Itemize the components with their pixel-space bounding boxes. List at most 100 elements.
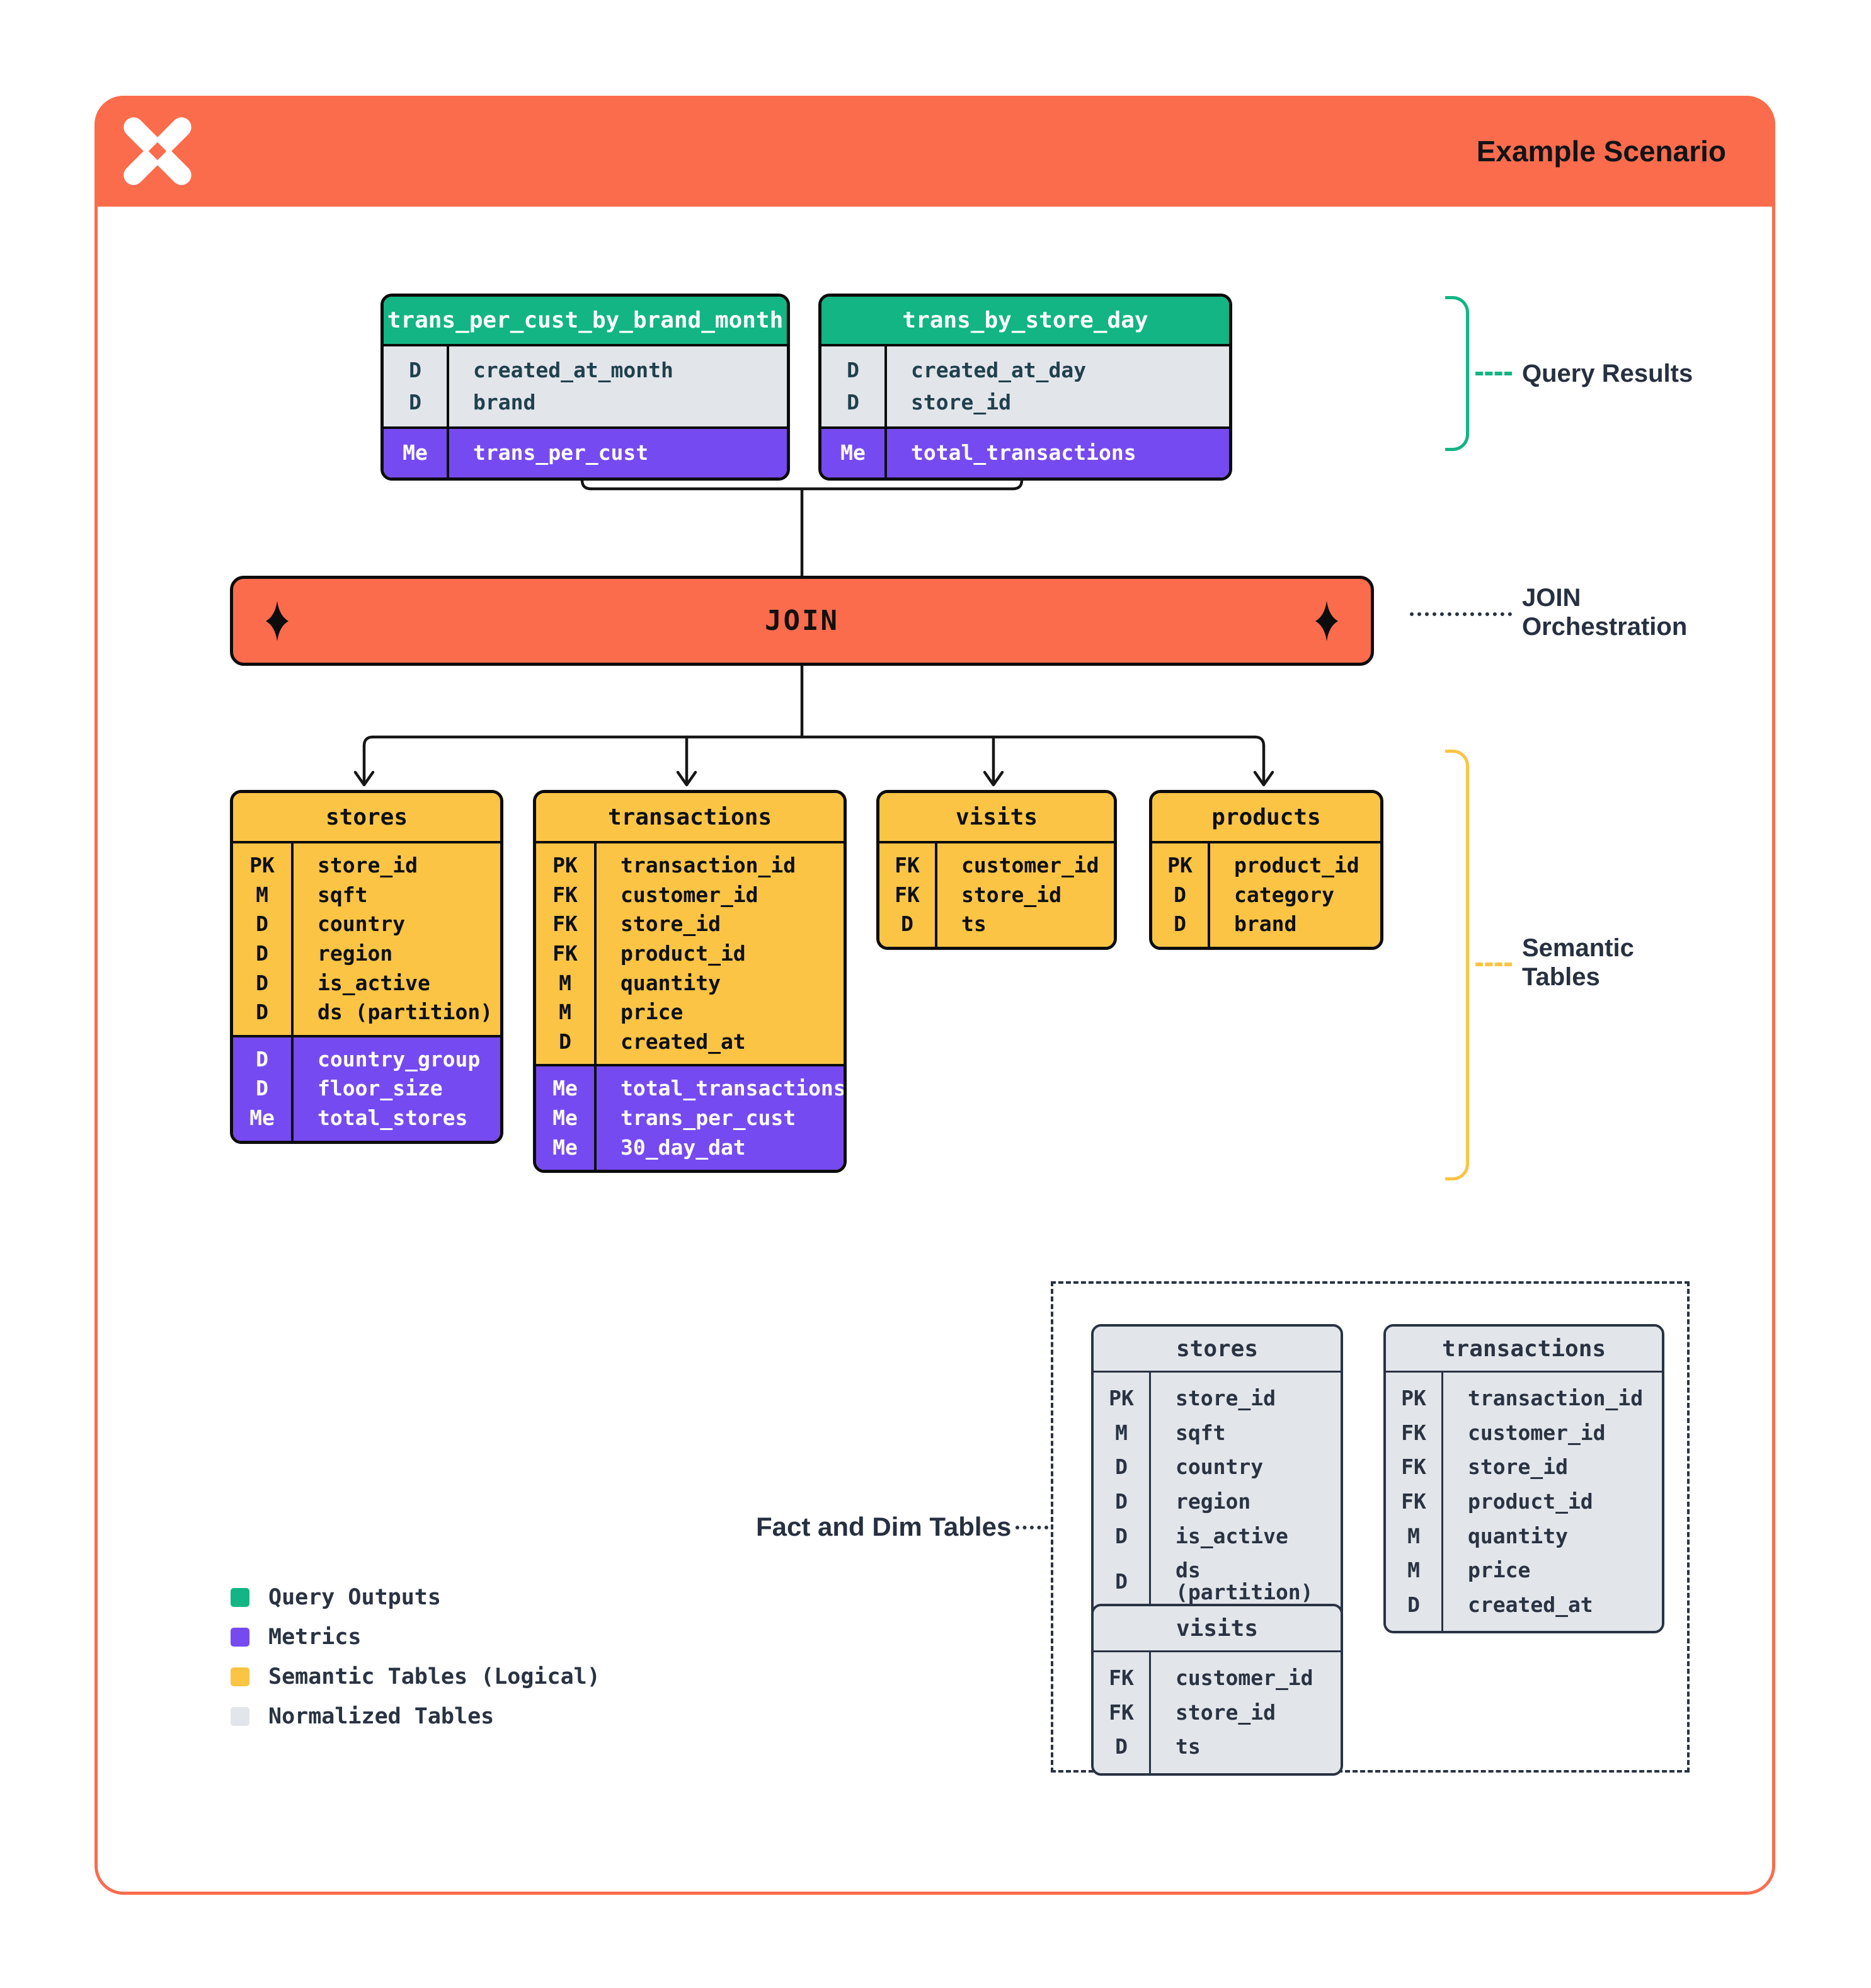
row-field: country_group [318, 1046, 481, 1071]
row-field: total_transactions [621, 1076, 846, 1101]
semantic-tables-bracket [1445, 750, 1469, 1180]
row-key: M [256, 882, 268, 907]
row-key: FK [552, 911, 578, 937]
legend-item: Metrics [231, 1625, 600, 1650]
row-key: D [901, 911, 913, 937]
legend-swatch [231, 1707, 249, 1726]
row-key: Me [403, 440, 428, 466]
legend-item: Normalized Tables [231, 1704, 600, 1729]
row-field: created_at [621, 1029, 746, 1054]
row-field: is_active [318, 970, 430, 995]
row-key: Me [552, 1134, 578, 1160]
row-field: quantity [1468, 1523, 1568, 1548]
table-row: FK customer_id [536, 881, 844, 910]
row-key: D [256, 940, 268, 966]
legend-swatch [231, 1667, 249, 1686]
sparkle-icon-left [266, 600, 289, 641]
table-title: trans_per_cust_by_brand_month [384, 297, 787, 346]
row-field: brand [1234, 911, 1297, 937]
row-key: D [847, 358, 859, 382]
table-row: FK store_id [1386, 1450, 1662, 1485]
table-row: Me trans_per_cust [384, 437, 787, 469]
row-key: FK [1401, 1454, 1426, 1480]
query-results-bracket [1445, 296, 1469, 451]
legend-item: Query Outputs [231, 1585, 600, 1610]
row-field: customer_id [621, 882, 758, 907]
fact-dim-label: Fact and Dim Tables [756, 1512, 1012, 1541]
semantic-tables-label: Semantic Tables [1522, 934, 1634, 991]
row-key: M [1407, 1558, 1420, 1583]
row-key: D [409, 358, 421, 382]
row-field: store_id [911, 389, 1011, 414]
row-key: PK [249, 853, 275, 877]
row-field: sqft [318, 882, 368, 907]
row-field: price [621, 1000, 684, 1025]
sparkle-icon-right [1315, 600, 1338, 641]
table-title: trans_by_store_day [821, 297, 1229, 346]
row-field: floor_size [318, 1076, 443, 1101]
row-field: total_stores [318, 1105, 468, 1131]
query-results-connector [1475, 372, 1512, 375]
row-field: customer_id [1176, 1665, 1313, 1690]
row-key: M [1115, 1420, 1128, 1445]
brand-logo-icon [123, 117, 192, 185]
row-key: D [256, 1000, 268, 1025]
row-field: created_at_month [473, 358, 673, 382]
row-field: category [1234, 882, 1334, 907]
row-field: ds (partition) [318, 1000, 493, 1025]
row-key: M [559, 970, 571, 995]
row-key: FK [1401, 1420, 1426, 1445]
row-key: D [1174, 882, 1186, 907]
row-key: D [1115, 1734, 1128, 1759]
row-key: FK [895, 882, 920, 907]
row-field: store_id [1468, 1454, 1568, 1480]
row-field: created_at_day [911, 358, 1087, 382]
row-field: transaction_id [621, 853, 796, 877]
legend-swatch [231, 1628, 249, 1647]
fact-dim-box [1051, 1281, 1690, 1773]
row-key: FK [552, 882, 578, 907]
table-title: transactions [536, 793, 844, 843]
row-field: trans_per_cust [473, 440, 649, 466]
join-bar: JOIN [230, 576, 1374, 666]
row-field: region [1176, 1488, 1251, 1514]
row-field: country [318, 911, 406, 937]
row-field: customer_id [1468, 1420, 1606, 1445]
